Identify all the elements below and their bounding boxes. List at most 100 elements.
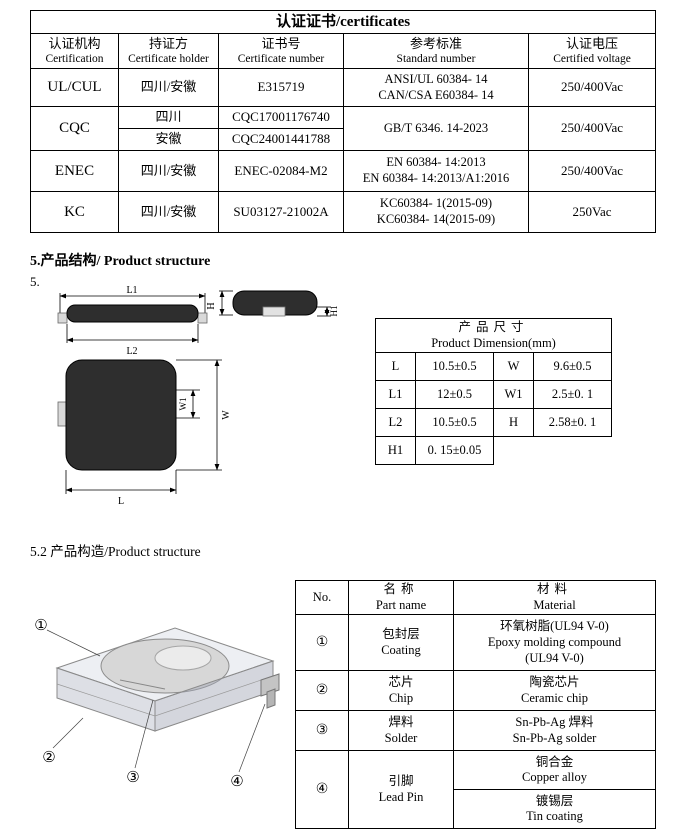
lead-right [197,312,208,324]
material-line: Sn-Pb-Ag solder [512,730,597,745]
part-zh: 焊料 [388,715,414,730]
table-cell: 10.5±0.5 [415,352,494,382]
header-zh: 参考标准 [409,35,462,51]
table-cell: 10.5±0.5 [415,408,494,438]
header-en: Part name [375,597,427,612]
table-cell: 250/400Vac [527,106,657,151]
standard-line: ANSI/UL 60384- 14 [384,71,488,86]
callout-4: ④ [230,772,243,790]
table-cell: 四川/安徽 [118,150,219,192]
part-no-cell: ③ [295,710,349,752]
table-header-row: No. 名称 Part name 材料 Material [295,579,656,616]
table-cell: CQC17001176740 [218,106,344,129]
component-body [66,304,199,323]
table-cell: 四川/安徽 [118,191,219,233]
standard-line: KC60384- 14(2015-09) [376,212,496,226]
table-row: L1 12±0.5 W1 2.5±0. 1 [375,380,613,410]
header-no: No. [295,579,349,616]
section-52-heading: 5.2 产品构造/Product structure [30,544,201,559]
part-en: Solder [384,730,418,745]
disc-top [154,645,212,671]
part-no-cell: ② [295,670,349,712]
table-cell: 2.5±0. 1 [532,380,613,410]
material-line: Tin coating [526,809,583,824]
part-zh: 芯片 [388,675,414,690]
table-row: KC 四川/安徽 SU03127-21002A KC60384- 1(2015-… [30,191,657,233]
material-cell: 陶瓷芯片 Ceramic chip [453,670,656,712]
material-cell: Sn-Pb-Ag 焊料 Sn-Pb-Ag solder [453,710,656,752]
table-row: ③ 焊料 Solder Sn-Pb-Ag 焊料 Sn-Pb-Ag solder [295,710,656,752]
table-row: L 10.5±0.5 W 9.6±0.5 [375,352,613,382]
disc-slot [119,679,166,690]
table-cell: 12±0.5 [415,380,494,410]
table-cell: 250/400Vac [527,68,657,107]
header-standard: 参考标准 Standard number [343,33,529,69]
table-cell: H [493,408,534,438]
callout-leader-4 [238,703,266,773]
table-row: UL/CUL 四川/安徽 E315719 ANSI/UL 60384- 14 C… [30,68,657,107]
dim-label-h1: H1 [329,306,339,317]
header-en: Certification [45,52,104,65]
table-cell: H1 [375,436,416,466]
table-row: ① 包封层 Coating 环氧树脂(UL94 V-0) Epoxy moldi… [295,614,656,672]
cert-name-cell: ENEC [30,150,119,192]
table-cell: SU03127-21002A [218,191,344,233]
parts-table: No. 名称 Part name 材料 Material ① 包封层 Coati… [295,579,656,830]
table-header-row: 认证机构 Certification 持证方 Certificate holde… [30,33,657,69]
certificates-table: 认证证书/certificates 认证机构 Certification 持证方… [29,10,657,233]
header-zh: 持证方 [148,35,188,51]
table-cell: 250Vac [527,191,657,233]
lead-pin-hook [266,688,276,709]
side-view-drawing: L1 L2 [57,285,208,357]
header-zh: 认证电压 [566,35,619,51]
standard-line: EN 60384- 14:2013/A1:2016 [362,171,510,185]
callout-2: ② [42,748,55,766]
header-zh: 认证机构 [48,35,101,51]
table-row: L2 10.5±0.5 H 2.58±0. 1 [375,408,613,438]
material-line: (UL94 V-0) [525,650,584,665]
exploded-view-diagram: ① ② ③ ④ [34,616,280,790]
material-cell: 镀锡层 Tin coating [453,789,656,830]
material-cell: 环氧树脂(UL94 V-0) Epoxy molding compound (U… [453,614,656,672]
table-cell: 0. 15±0.05 [415,436,494,466]
dim-label-l: L [118,496,124,507]
header-material: 材料 Material [453,579,656,616]
material-line: Sn-Pb-Ag 焊料 [515,715,594,730]
table-cell: 安徽 [118,128,219,151]
header-en: Certificate number [237,52,325,65]
material-line: Epoxy molding compound [487,634,622,649]
callout-leader-2 [52,717,84,749]
header-en: Certified voltage [553,52,631,65]
table-row: ENEC 四川/安徽 ENEC-02084-M2 EN 60384- 14:20… [30,150,657,192]
part-name-cell: 焊料 Solder [348,710,454,752]
header-number: 证书号 Certificate number [218,33,344,69]
material-line: Copper alloy [522,770,587,785]
table-title-row: 产品尺寸 Product Dimension(mm) [374,317,613,354]
header-holder: 持证方 Certificate holder [118,33,219,69]
table-cell: ENEC-02084-M2 [218,150,344,192]
figure-5-label: 5. [30,274,40,289]
header-en: Material [533,597,576,612]
header-zh: 证书号 [261,35,301,51]
standard-line: KC60384- 1(2015-09) [379,196,493,211]
header-en: Certificate holder [128,52,209,65]
header-zh: 材料 [536,582,572,596]
part-en: Chip [388,690,414,705]
standard-line: CAN/CSA E60384- 14 [378,87,494,102]
callout-leader-1 [46,629,101,657]
table-title-row: 认证证书/certificates [29,10,657,34]
material-line: 环氧树脂(UL94 V-0) [500,619,609,634]
end-view-drawing: H H1 [206,290,339,317]
callout-leader-3 [134,699,154,769]
dimension-table: 产品尺寸 Product Dimension(mm) L 10.5±0.5 W … [374,317,613,466]
dim-label-l2: L2 [126,346,137,357]
table-cell: KC60384- 1(2015-09) KC60384- 14(2015-09) [343,191,529,233]
part-zh: 引脚 [388,774,414,789]
table-cell: W1 [493,380,534,410]
standard-line: EN 60384- 14:2013 [386,155,486,170]
cert-name-cell: CQC [30,106,119,151]
part-no-cell: ④ [295,750,349,830]
callout-3: ③ [126,768,139,786]
part-no-cell: ① [295,614,349,672]
